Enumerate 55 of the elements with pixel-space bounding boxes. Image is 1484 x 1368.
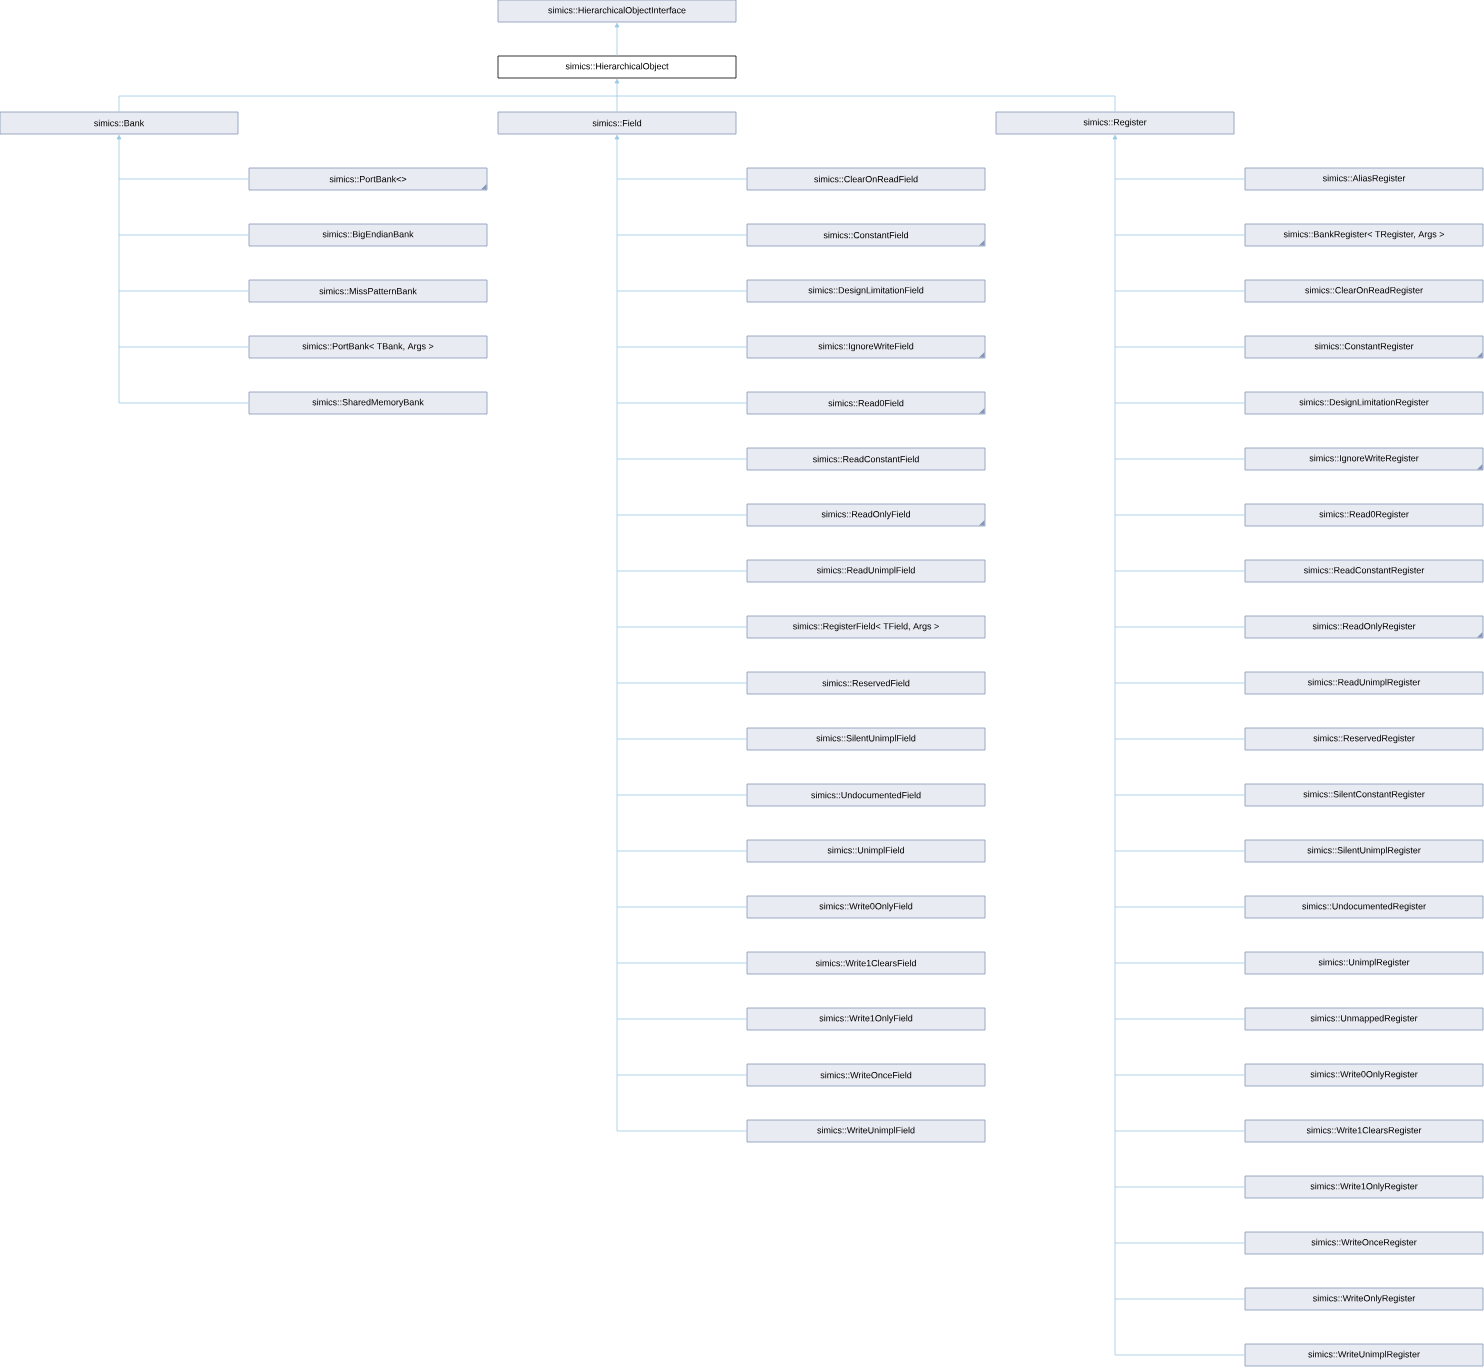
class-box: simics::Write0OnlyField <box>746 895 986 919</box>
class-box: simics::Write1OnlyRegister <box>1244 1175 1484 1199</box>
class-box: simics::Write1ClearsField <box>746 951 986 975</box>
class-box: simics::WriteUnimplField <box>746 1119 986 1143</box>
class-box: simics::ReadUnimplField <box>746 559 986 583</box>
class-box: simics::HierarchicalObject <box>497 55 737 79</box>
class-box: simics::UnimplField <box>746 839 986 863</box>
class-box: simics::IgnoreWriteField <box>746 335 986 359</box>
inheritance-arrow <box>1112 134 1245 1356</box>
class-box: simics::HierarchicalObjectInterface <box>497 0 737 23</box>
class-box: simics::Write1OnlyField <box>746 1007 986 1031</box>
class-box: simics::ClearOnReadField <box>746 167 986 191</box>
class-box: simics::ReadConstantField <box>746 447 986 471</box>
class-box: simics::ReservedRegister <box>1244 727 1484 751</box>
class-box: simics::UnimplRegister <box>1244 951 1484 975</box>
class-box: simics::SilentConstantRegister <box>1244 783 1484 807</box>
class-box: simics::ReadOnlyField <box>746 503 986 527</box>
class-box: simics::Bank <box>0 111 239 135</box>
class-box: simics::SilentUnimplRegister <box>1244 839 1484 863</box>
class-box: simics::UndocumentedRegister <box>1244 895 1484 919</box>
class-box: simics::PortBank<> <box>248 167 488 191</box>
class-box: simics::WriteOnlyRegister <box>1244 1287 1484 1311</box>
class-box: simics::WriteOnceRegister <box>1244 1231 1484 1255</box>
class-box: simics::UndocumentedField <box>746 783 986 807</box>
class-box: simics::ClearOnReadRegister <box>1244 279 1484 303</box>
inheritance-arrow <box>614 22 620 56</box>
class-box: simics::IgnoreWriteRegister <box>1244 447 1484 471</box>
class-box: simics::RegisterField< TField, Args > <box>746 615 986 639</box>
class-box: simics::Write0OnlyRegister <box>1244 1063 1484 1087</box>
class-box: simics::ReadOnlyRegister <box>1244 615 1484 639</box>
class-box: simics::DesignLimitationField <box>746 279 986 303</box>
class-box: simics::ReadConstantRegister <box>1244 559 1484 583</box>
class-box: simics::SilentUnimplField <box>746 727 986 751</box>
class-box: simics::Write1ClearsRegister <box>1244 1119 1484 1143</box>
class-box: simics::Register <box>995 111 1235 135</box>
class-box: simics::ConstantField <box>746 223 986 247</box>
class-box: simics::UnmappedRegister <box>1244 1007 1484 1031</box>
inheritance-arrow <box>614 134 747 1132</box>
class-box: simics::MissPatternBank <box>248 279 488 303</box>
class-box: simics::DesignLimitationRegister <box>1244 391 1484 415</box>
inheritance-arrow <box>116 134 249 404</box>
class-box: simics::WriteUnimplRegister <box>1244 1343 1484 1367</box>
class-box: simics::ConstantRegister <box>1244 335 1484 359</box>
class-box: simics::Field <box>497 111 737 135</box>
class-box: simics::Read0Field <box>746 391 986 415</box>
class-box: simics::ReservedField <box>746 671 986 695</box>
class-box: simics::ReadUnimplRegister <box>1244 671 1484 695</box>
class-box: simics::AliasRegister <box>1244 167 1484 191</box>
class-box: simics::BigEndianBank <box>248 223 488 247</box>
inheritance-arrow <box>118 78 1116 112</box>
class-box: simics::Read0Register <box>1244 503 1484 527</box>
class-box: simics::PortBank< TBank, Args > <box>248 335 488 359</box>
class-box: simics::WriteOnceField <box>746 1063 986 1087</box>
class-box: simics::SharedMemoryBank <box>248 391 488 415</box>
class-box: simics::BankRegister< TRegister, Args > <box>1244 223 1484 247</box>
